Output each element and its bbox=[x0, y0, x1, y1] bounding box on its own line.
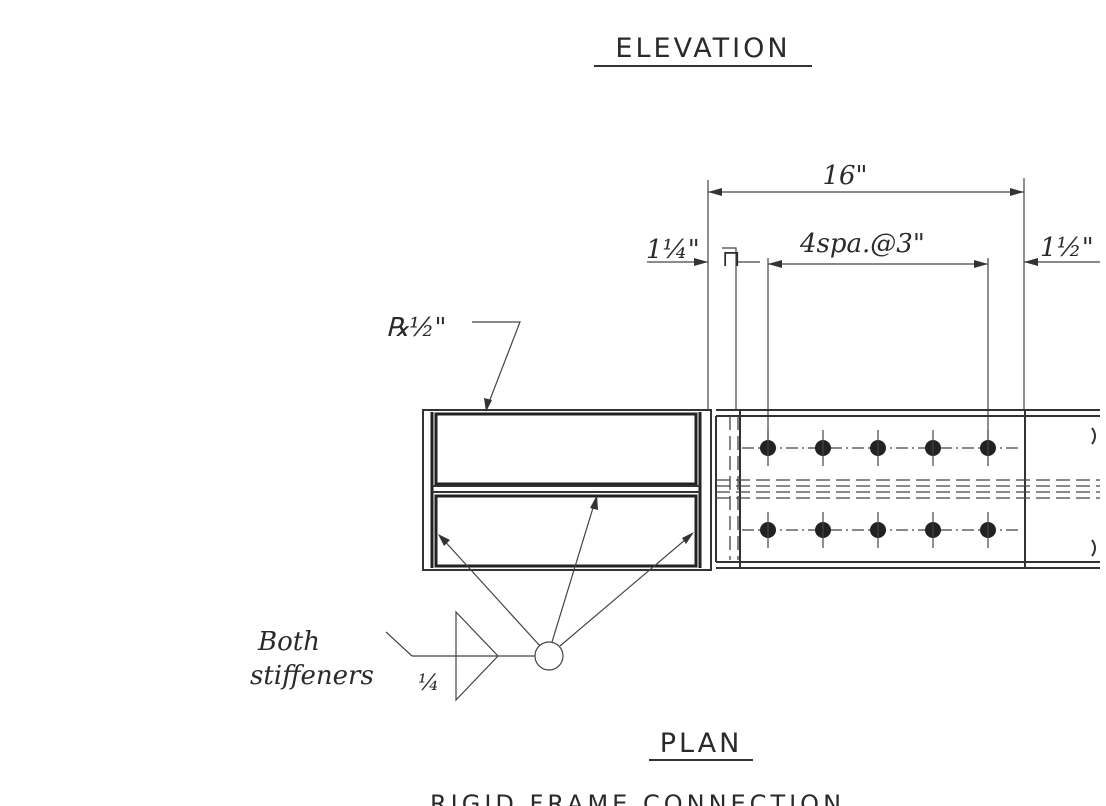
weld-note-line1: Both bbox=[257, 627, 320, 657]
dimension-overall: 16" bbox=[707, 161, 1025, 410]
plate-callout-label: ℞½" bbox=[386, 313, 446, 343]
weld-size-label: ¼ bbox=[418, 671, 439, 696]
drawing-caption: RIGID FRAME CONNECTION bbox=[430, 790, 845, 806]
dimension-edge-right: 1½" bbox=[1024, 233, 1100, 266]
dimension-edge-left: 1¼" ⊓ bbox=[646, 235, 760, 410]
beam-section bbox=[715, 409, 1100, 569]
elevation-title: ELEVATION bbox=[615, 33, 790, 64]
weld-note-line2: stiffeners bbox=[250, 661, 374, 691]
weld-leaders bbox=[385, 495, 694, 702]
plan-title: PLAN bbox=[660, 728, 743, 759]
bolt-group bbox=[760, 430, 996, 548]
dimension-edge-left-label: 1¼" bbox=[646, 235, 700, 265]
dimension-edge-right-label: 1½" bbox=[1040, 233, 1094, 263]
plate-callout: ℞½" bbox=[386, 313, 521, 412]
dimension-bolt-spacing-label: 4spa.@3" bbox=[799, 229, 925, 259]
column-section bbox=[422, 409, 712, 571]
dimension-bolt-spacing: 4spa.@3" bbox=[767, 229, 989, 445]
weld-tail-mark: ⊓ bbox=[722, 247, 740, 272]
dimension-overall-label: 16" bbox=[822, 161, 867, 191]
